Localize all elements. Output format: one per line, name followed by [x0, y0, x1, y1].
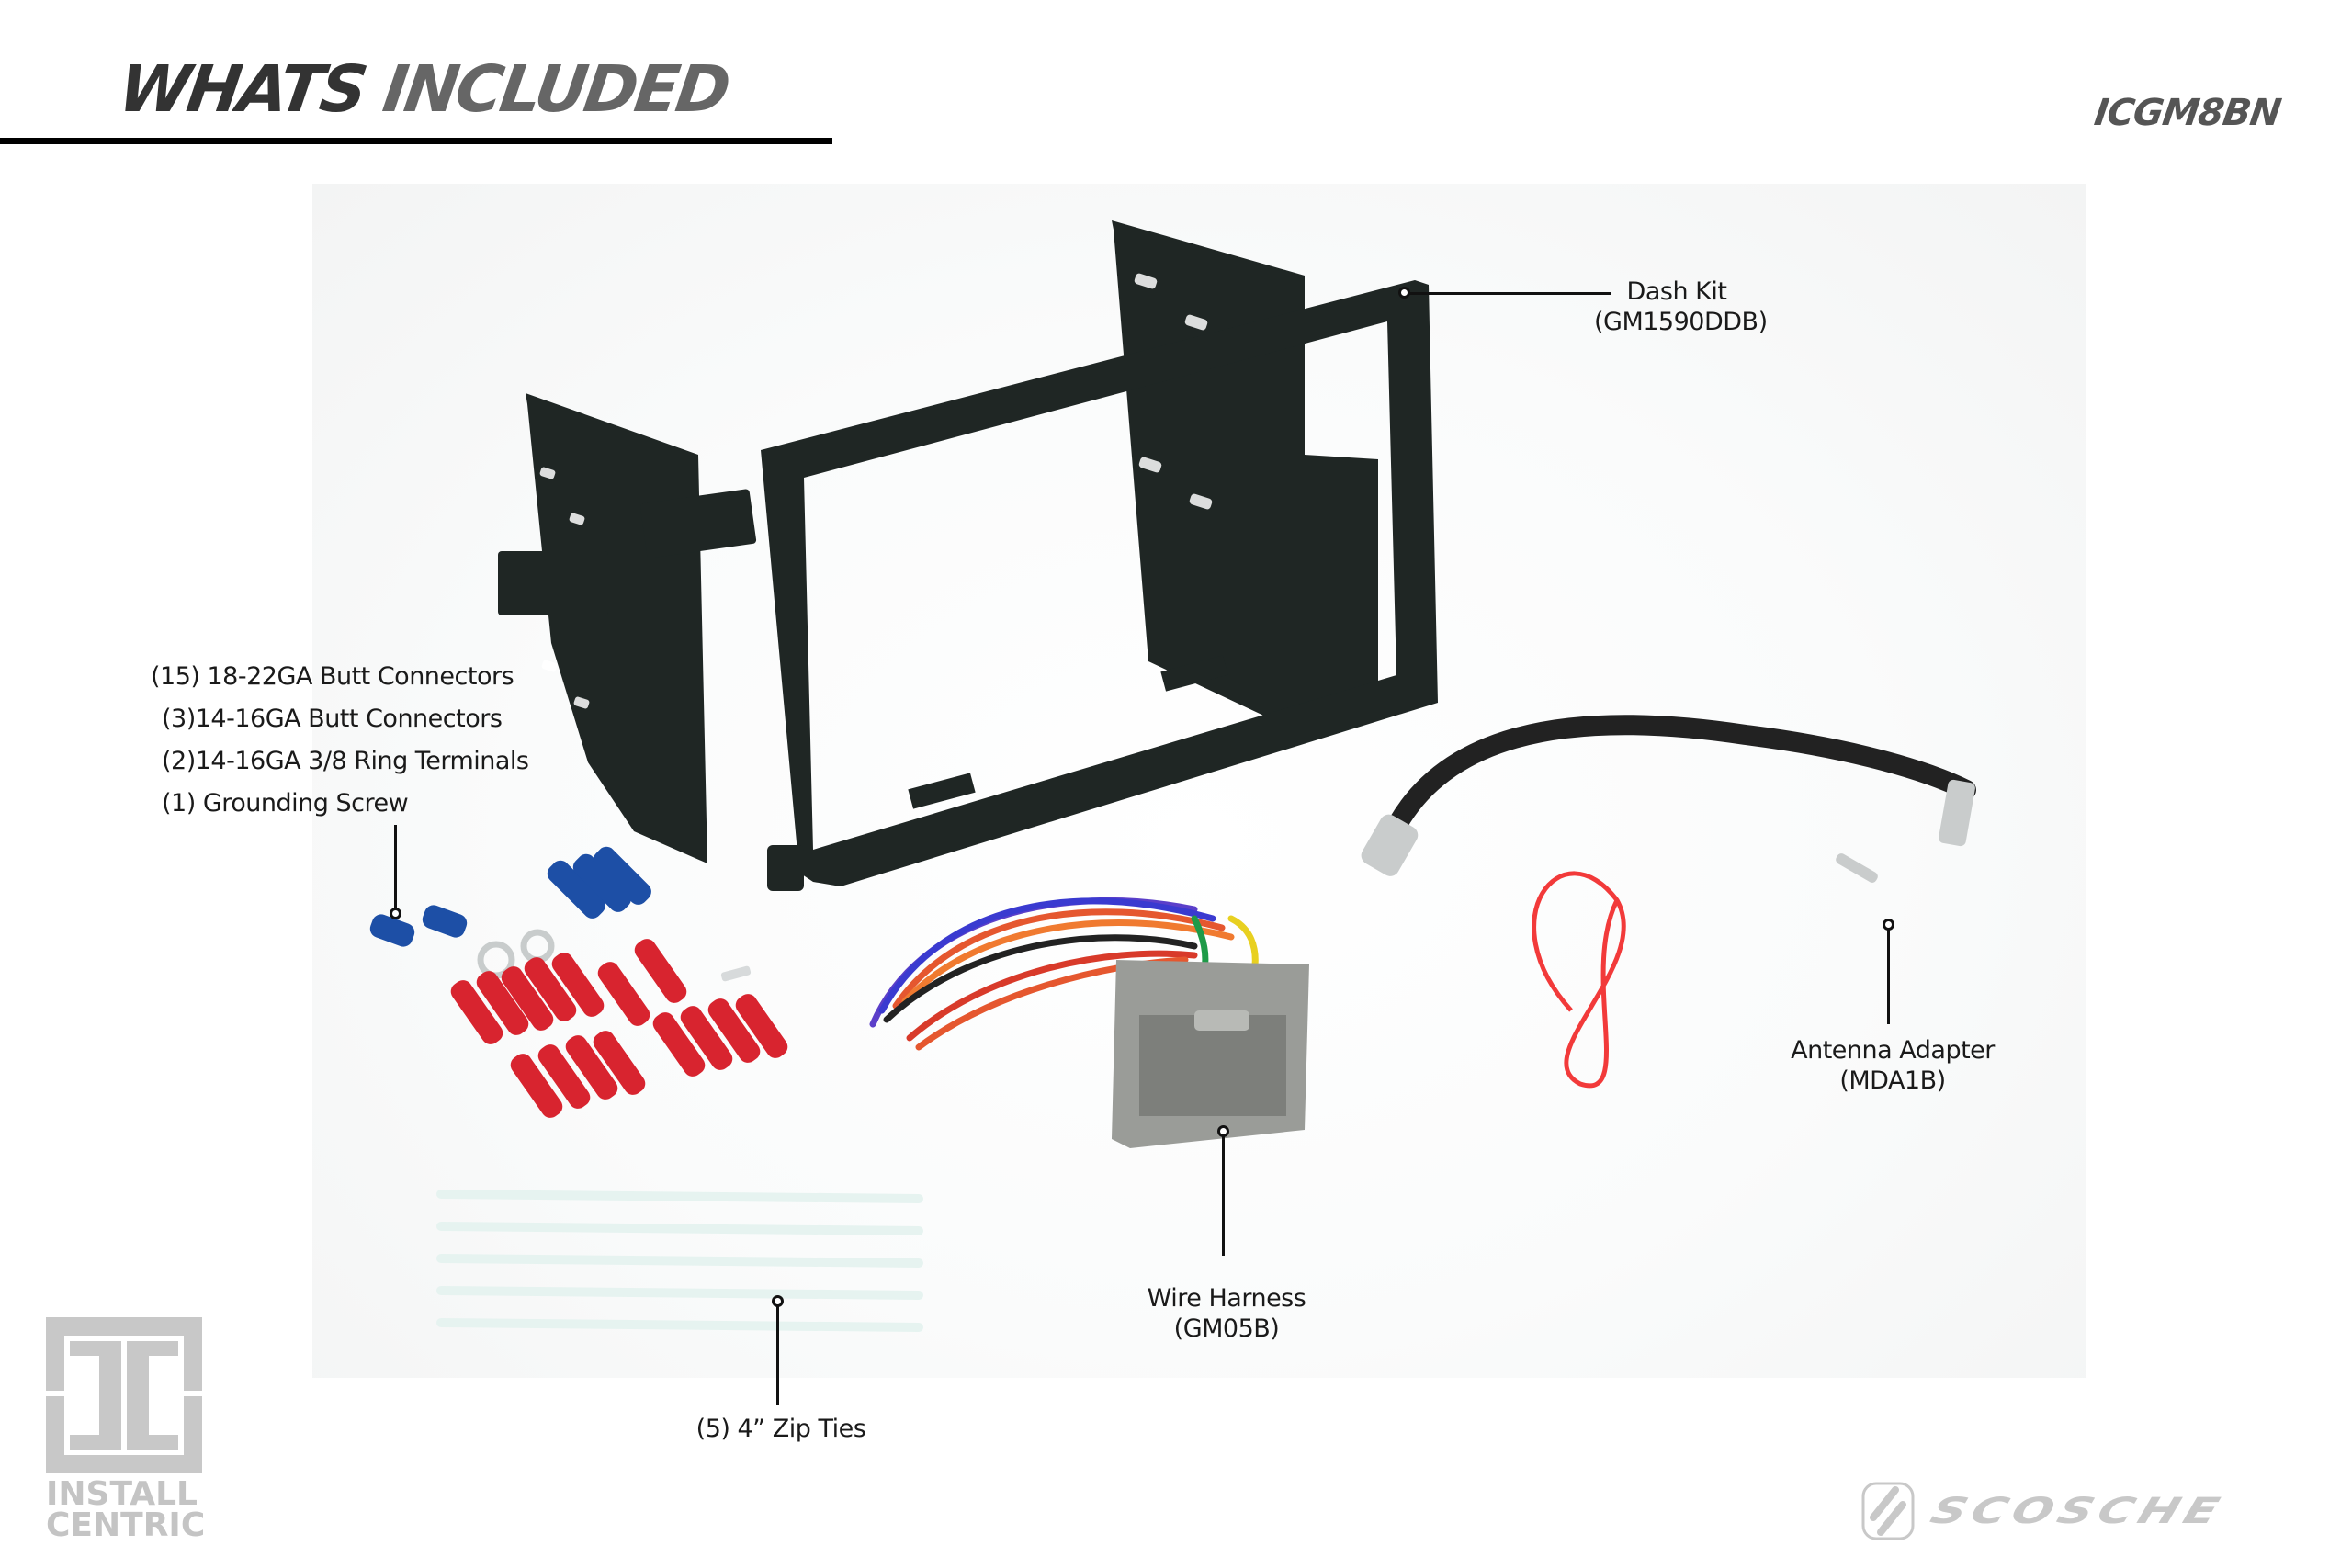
red-butt-connectors-image: [450, 939, 788, 1118]
dash-kit-name: Dash Kit: [1626, 277, 1727, 306]
wire-harness-part: (GM05B): [1173, 1314, 1280, 1343]
install-centric-icon: [46, 1317, 202, 1473]
antenna-adapter-image: [1361, 715, 1976, 883]
wire-harness-callout-line: [1222, 1136, 1225, 1256]
antenna-adapter-name: Antenna Adapter: [1791, 1036, 1995, 1065]
dash-kit-part: (GM1590DDB): [1594, 307, 1768, 336]
hardware-label: (15) 18-22GA Butt Connectors (3)14-16GA …: [151, 656, 529, 825]
hardware-line-2: (3)14-16GA Butt Connectors: [162, 705, 503, 733]
install-centric-line1: INSTALL: [46, 1475, 198, 1513]
dash-kit-label: Dash Kit (GM1590DDB): [1594, 277, 1768, 338]
scosche-logo: SCOSCHE: [1860, 1482, 2230, 1540]
wire-harness-image: [869, 897, 1259, 1051]
scosche-wordmark: SCOSCHE: [1925, 1490, 2230, 1532]
ring-terminals-image: [369, 905, 555, 979]
antenna-adapter-callout-dot: [1883, 919, 1894, 931]
grounding-screw-image: [720, 965, 752, 982]
blue-butt-connectors-image: [547, 846, 651, 919]
product-photo: [312, 184, 2086, 1378]
wire-harness-label: Wire Harness (GM05B): [1144, 1284, 1309, 1345]
dash-kit-callout-dot: [1398, 287, 1410, 299]
harness-plug-image: [1112, 960, 1309, 1148]
title-underline: [0, 138, 832, 144]
wire-harness-callout-dot: [1217, 1125, 1229, 1137]
antenna-adapter-part: (MDA1B): [1839, 1066, 1946, 1095]
title-word-1: WHATS: [114, 51, 370, 127]
antenna-adapter-callout-line: [1887, 930, 1890, 1024]
zip-ties-label: (5) 4” Zip Ties: [695, 1415, 866, 1443]
product-sku: ICGM8BN: [2092, 92, 2284, 134]
dash-kit-image: [498, 220, 1438, 891]
zip-ties-image: [436, 1190, 923, 1332]
title-word-2: INCLUDED: [379, 51, 733, 127]
install-centric-logo: INSTALL CENTRIC: [46, 1317, 206, 1545]
red-wire-image: [1532, 871, 1626, 1089]
hardware-callout-line: [394, 825, 397, 909]
install-centric-line2: CENTRIC: [46, 1506, 206, 1545]
page-title: WHATS INCLUDED: [114, 51, 732, 127]
install-centric-wordmark: INSTALL CENTRIC: [46, 1475, 206, 1545]
zip-ties-callout-dot: [772, 1295, 784, 1307]
dash-kit-callout-line: [1409, 292, 1611, 295]
antenna-adapter-label: Antenna Adapter (MDA1B): [1782, 1036, 2003, 1097]
zip-ties-callout-line: [776, 1306, 779, 1405]
hardware-line-4: (1) Grounding Screw: [162, 789, 409, 818]
hardware-line-1: (15) 18-22GA Butt Connectors: [151, 662, 514, 691]
hardware-line-3: (2)14-16GA 3/8 Ring Terminals: [162, 747, 529, 775]
scosche-emblem-icon: [1861, 1482, 1915, 1540]
hardware-callout-dot: [390, 908, 401, 919]
wire-harness-name: Wire Harness: [1147, 1284, 1306, 1313]
